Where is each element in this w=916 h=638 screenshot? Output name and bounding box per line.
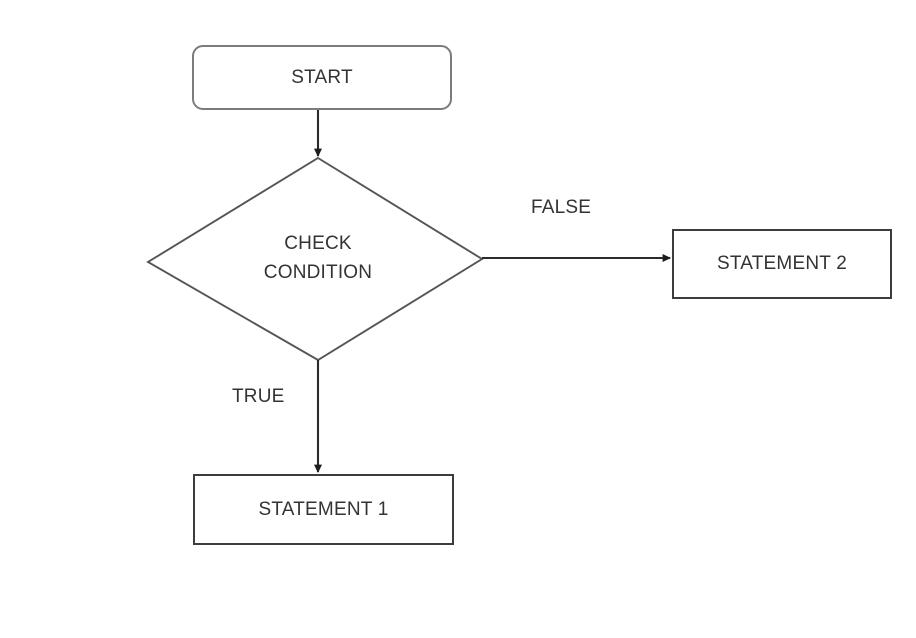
node-start-label: START	[291, 66, 353, 88]
node-statement-1-label: STATEMENT 1	[258, 498, 389, 520]
flowchart-node-statement-1[interactable]: STATEMENT 1	[193, 474, 454, 545]
edge-label-true: TRUE	[232, 386, 285, 407]
edge-label-false: FALSE	[531, 197, 592, 218]
node-check-condition-label-line-1: CHECK	[284, 233, 352, 255]
node-statement-2-label: STATEMENT 2	[717, 253, 847, 274]
flowchart-node-statement-2[interactable]: STATEMENT 2	[672, 229, 892, 299]
flowchart-node-check-condition[interactable]: CHECK CONDITION	[198, 205, 438, 313]
flowchart-node-start[interactable]: START	[192, 45, 452, 110]
node-check-condition-label-line-2: CONDITION	[263, 262, 373, 283]
